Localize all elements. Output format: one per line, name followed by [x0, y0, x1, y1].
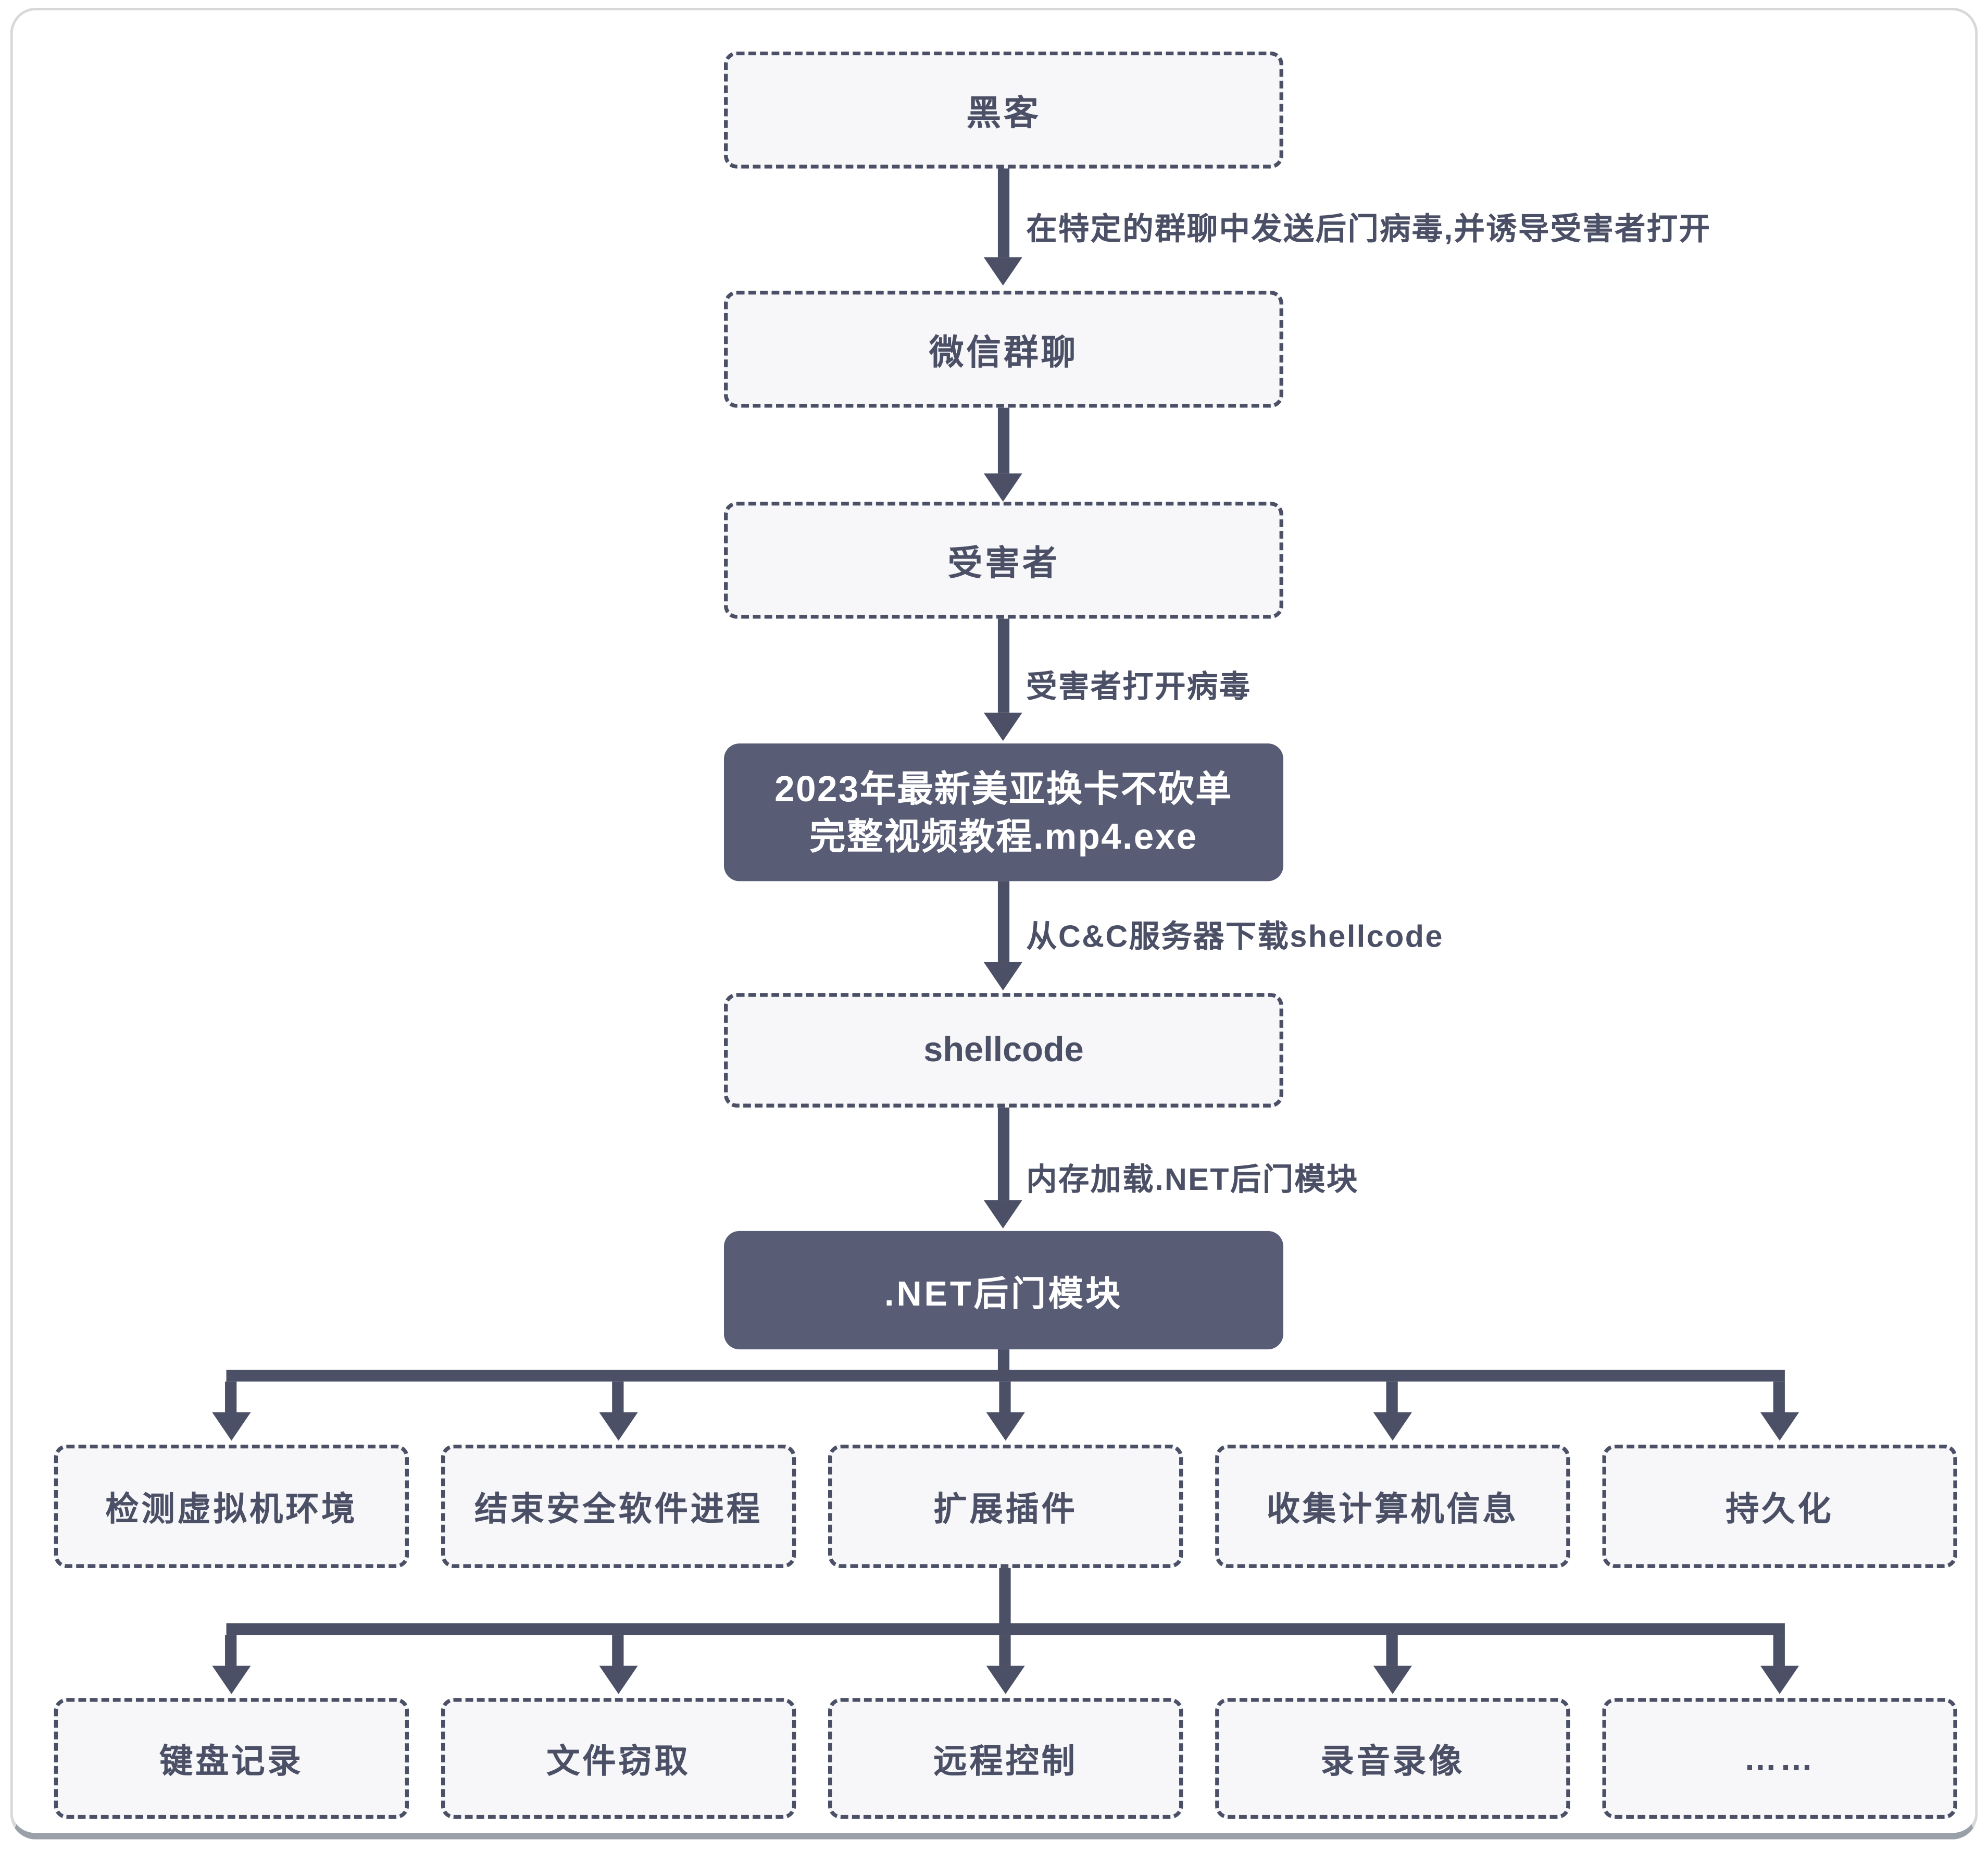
arrow-to-more — [1773, 1635, 1785, 1666]
node-hacker-label: 黑客 — [966, 94, 1041, 133]
node-kill-av: 结束安全软件进程 — [441, 1444, 796, 1568]
node-collect-info-label: 收集计算机信息 — [1266, 1488, 1519, 1528]
arrow-to-file-steal — [612, 1635, 624, 1666]
node-wechat-group-label: 微信群聊 — [929, 333, 1079, 372]
node-kill-av-label: 结束安全软件进程 — [474, 1488, 763, 1528]
node-dotnet-backdoor: .NET后门模块 — [724, 1231, 1284, 1350]
arrow-to-remote-control — [999, 1635, 1011, 1666]
arrow-to-detect-vm — [225, 1381, 237, 1413]
node-remote-control-label: 远程控制 — [933, 1741, 1078, 1780]
arrowhead-to-collect-info — [1373, 1412, 1412, 1441]
node-shellcode-label: shellcode — [923, 1030, 1084, 1069]
arrowhead-wechat-to-victim — [983, 473, 1022, 502]
arrow-victim-to-malware — [997, 618, 1010, 713]
node-hacker: 黑客 — [724, 51, 1284, 169]
node-more-plugins-label: …… — [1743, 1738, 1816, 1778]
arrowhead-malware-to-shellcode — [983, 962, 1022, 991]
arrowhead-to-persistence — [1760, 1412, 1799, 1441]
node-malware-file: 2023年最新美亚换卡不砍单 完整视频教程.mp4.exe — [724, 743, 1284, 881]
node-persistence-label: 持久化 — [1726, 1488, 1834, 1528]
arrowhead-to-keylogger — [212, 1666, 251, 1694]
node-malware-file-line2: 完整视频教程.mp4.exe — [809, 816, 1198, 856]
connector-stub-backdoor — [997, 1349, 1010, 1375]
node-wechat-group: 微信群聊 — [724, 291, 1284, 408]
arrowhead-to-plugins — [986, 1412, 1025, 1441]
node-shellcode: shellcode — [724, 993, 1284, 1108]
edge-label-send-virus: 在特定的群聊中发送后门病毒,并诱导受害者打开 — [1026, 212, 1711, 247]
node-record-audio-video-label: 录音录像 — [1320, 1741, 1465, 1780]
node-file-steal-label: 文件窃取 — [546, 1741, 691, 1780]
arrowhead-to-more — [1760, 1666, 1799, 1694]
arrow-malware-to-shellcode — [997, 881, 1010, 962]
node-victim: 受害者 — [724, 501, 1284, 619]
node-plugins-label: 扩展插件 — [933, 1488, 1078, 1528]
arrow-hacker-to-wechat — [997, 168, 1010, 257]
arrowhead-to-detect-vm — [212, 1412, 251, 1441]
arrowhead-to-remote-control — [986, 1666, 1025, 1694]
arrowhead-to-file-steal — [599, 1666, 638, 1694]
edge-label-open-virus: 受害者打开病毒 — [1026, 670, 1252, 705]
node-malware-file-line1: 2023年最新美亚换卡不砍单 — [774, 768, 1233, 809]
arrowhead-hacker-to-wechat — [983, 257, 1022, 286]
arrowhead-shellcode-to-backdoor — [983, 1200, 1022, 1228]
connector-bar-capabilities — [226, 1370, 1785, 1382]
node-persistence: 持久化 — [1602, 1444, 1957, 1568]
connector-bar-plugins — [226, 1623, 1785, 1635]
arrowhead-to-record — [1373, 1666, 1412, 1694]
edge-label-load-backdoor: 内存加载.NET后门模块 — [1026, 1163, 1359, 1198]
node-plugins: 扩展插件 — [828, 1444, 1183, 1568]
arrow-wechat-to-victim — [997, 407, 1010, 474]
arrowhead-victim-to-malware — [983, 712, 1022, 741]
edge-label-download-shellcode: 从C&C服务器下载shellcode — [1026, 920, 1444, 955]
node-record-audio-video: 录音录像 — [1215, 1698, 1570, 1819]
arrow-to-keylogger — [225, 1635, 237, 1666]
arrow-to-collect-info — [1386, 1381, 1398, 1413]
connector-stub-plugins — [999, 1568, 1011, 1629]
arrow-to-plugins — [999, 1381, 1011, 1413]
arrow-to-persistence — [1773, 1381, 1785, 1413]
node-remote-control: 远程控制 — [828, 1698, 1183, 1819]
node-dotnet-backdoor-label: .NET后门模块 — [884, 1274, 1123, 1313]
arrow-to-record — [1386, 1635, 1398, 1666]
arrow-shellcode-to-backdoor — [997, 1107, 1010, 1200]
arrowhead-to-kill-av — [599, 1412, 638, 1441]
node-file-steal: 文件窃取 — [441, 1698, 796, 1819]
node-keylogger: 键盘记录 — [54, 1698, 409, 1819]
arrow-to-kill-av — [612, 1381, 624, 1413]
node-more-plugins: …… — [1602, 1698, 1957, 1819]
node-keylogger-label: 键盘记录 — [159, 1741, 304, 1780]
node-detect-vm: 检测虚拟机环境 — [54, 1444, 409, 1568]
node-collect-info: 收集计算机信息 — [1215, 1444, 1570, 1568]
node-victim-label: 受害者 — [947, 544, 1060, 583]
node-detect-vm-label: 检测虚拟机环境 — [105, 1488, 358, 1528]
